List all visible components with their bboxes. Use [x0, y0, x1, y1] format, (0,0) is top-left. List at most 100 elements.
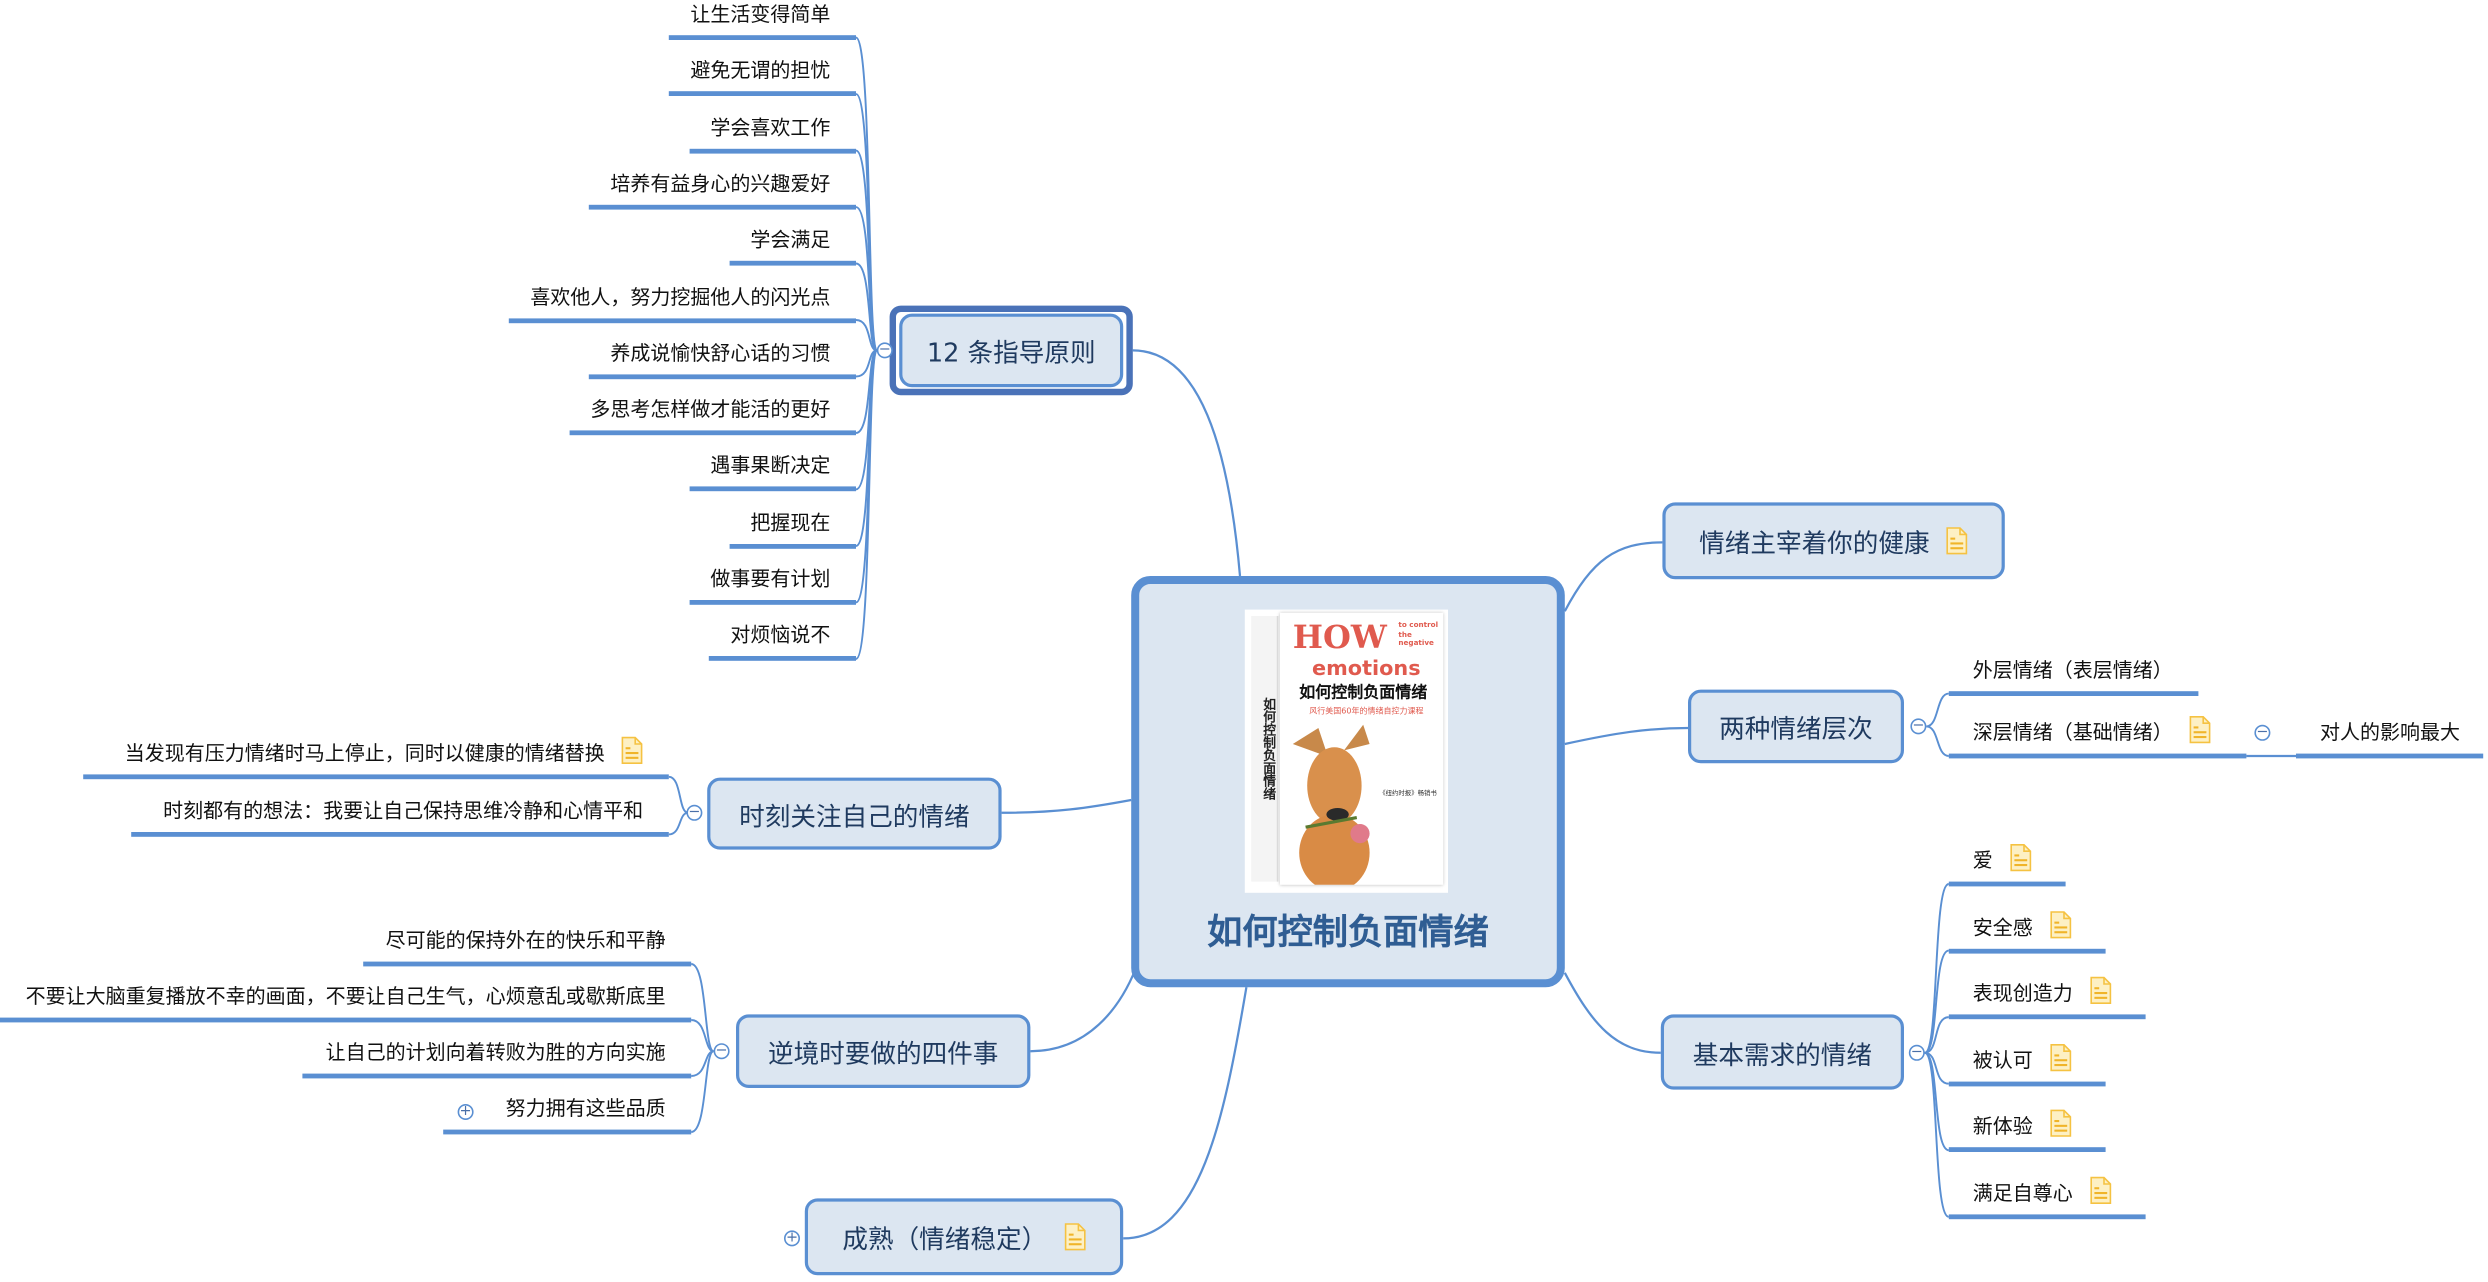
note-icon[interactable]: [1946, 526, 1968, 555]
topic-levels[interactable]: 两种情绪层次: [1688, 689, 1904, 764]
subtopic-label: 尽可能的保持外在的快乐和平静: [385, 928, 666, 952]
principle-item[interactable]: 多思考怎样做才能活的更好: [569, 392, 856, 436]
collapse-toggle[interactable]: −: [876, 341, 893, 359]
principle-item[interactable]: 培养有益身心的兴趣爱好: [589, 166, 856, 210]
topic-label: 时刻关注自己的情绪: [739, 800, 970, 832]
book-spine: 如何控制负面情绪: [1251, 616, 1279, 882]
topic-adversity[interactable]: 逆境时要做的四件事: [736, 1014, 1031, 1088]
level-item[interactable]: 外层情绪（表层情绪）: [1948, 653, 2199, 696]
branch-attention: [1001, 798, 1132, 814]
note-icon[interactable]: [2189, 715, 2211, 744]
attention-item[interactable]: 当发现有压力情绪时马上停止，同时以健康的情绪替换: [83, 736, 669, 780]
subtopic-label: 培养有益身心的兴趣爱好: [610, 171, 831, 196]
adversity-item[interactable]: 尽可能的保持外在的快乐和平静: [363, 923, 692, 967]
topic-label: 12 条指导原则: [926, 337, 1096, 368]
principle-item[interactable]: 学会满足: [729, 223, 856, 266]
branch-adversity: [1030, 967, 1138, 1053]
book-cover-image: 如何控制负面情绪 HOW to control the negative emo…: [1244, 609, 1448, 893]
book-badge: 《纽约时报》畅销书: [1379, 788, 1437, 797]
book-front: HOW to control the negative emotions 如何控…: [1280, 612, 1444, 885]
subtopic-label: 对人的影响最大: [2320, 720, 2461, 744]
subtopic-label: 让生活变得简单: [690, 1, 831, 26]
principle-connector: [855, 262, 878, 352]
note-icon[interactable]: [621, 736, 643, 765]
topic-label: 基本需求的情绪: [1692, 1039, 1872, 1070]
topic-attention[interactable]: 时刻关注自己的情绪: [707, 777, 1002, 850]
attention-item[interactable]: 时刻都有的想法：我要让自己保持思维冷静和心情平和: [131, 794, 669, 837]
principle-item[interactable]: 喜欢他人，努力挖掘他人的闪光点: [509, 279, 856, 323]
topic-maturity[interactable]: 成熟（情绪稳定）: [804, 1198, 1124, 1276]
principle-item[interactable]: 避免无谓的担忧: [669, 53, 856, 97]
expand-toggle[interactable]: +: [784, 1229, 800, 1247]
note-icon[interactable]: [2009, 843, 2031, 872]
principle-item[interactable]: 养成说愉快舒心话的习惯: [589, 336, 856, 379]
central-topic-title: 如何控制负面情绪: [1207, 913, 1489, 954]
note-icon[interactable]: [1063, 1222, 1085, 1251]
subtopic-label: 让自己的计划向着转败为胜的方向实施: [325, 1040, 666, 1064]
subtopic-label: 努力拥有这些品质: [505, 1096, 666, 1120]
adversity-connector: [690, 1050, 715, 1133]
collapse-toggle[interactable]: −: [713, 1042, 730, 1060]
central-topic[interactable]: 如何控制负面情绪 HOW to control the negative emo…: [1131, 576, 1565, 988]
note-icon[interactable]: [2049, 910, 2071, 939]
level-item[interactable]: 深层情绪（基础情绪）: [1948, 715, 2247, 759]
note-icon[interactable]: [2089, 1176, 2111, 1205]
topic-label: 成熟（情绪稳定）: [842, 1224, 1048, 1255]
note-icon[interactable]: [2049, 1043, 2071, 1072]
attention-connector: [668, 775, 689, 814]
adversity-item[interactable]: 不要让大脑重复播放不幸的画面，不要让自己生气，心烦意乱或歇斯底里: [0, 979, 692, 1023]
subtopic-label: 做事要有计划: [710, 566, 831, 591]
adversity-item[interactable]: 努力拥有这些品质: [443, 1091, 692, 1135]
subtopic-label: 深层情绪（基础情绪）: [1972, 720, 2173, 744]
subtopic-label: 多思考怎样做才能活的更好: [590, 396, 831, 421]
subtopic-label: 新体验: [1972, 1114, 2033, 1139]
book-emotions-logo: emotions: [1312, 657, 1421, 682]
subtopic-label: 不要让大脑重复播放不幸的画面，不要让自己生气，心烦意乱或歇斯底里: [25, 984, 666, 1008]
needs-connector: [1923, 883, 1950, 1054]
principle-connector: [855, 319, 878, 352]
note-icon[interactable]: [2049, 1109, 2071, 1138]
subtopic-label: 当发现有压力情绪时马上停止，同时以健康的情绪替换: [124, 740, 605, 765]
subtopic-label: 爱: [1972, 848, 1993, 872]
branch-levels: [1564, 726, 1689, 746]
topic-principles[interactable]: 12 条指导原则: [899, 313, 1124, 388]
book-how-logo: HOW: [1292, 617, 1387, 656]
principle-item[interactable]: 学会喜欢工作: [689, 110, 856, 153]
subtopic-label: 表现创造力: [1972, 981, 2073, 1006]
need-item[interactable]: 新体验: [1948, 1109, 2106, 1153]
branch-needs: [1563, 972, 1661, 1054]
need-item[interactable]: 表现创造力: [1948, 976, 2146, 1020]
principle-item[interactable]: 对烦恼说不: [709, 618, 856, 662]
topic-label: 两种情绪层次: [1719, 713, 1873, 744]
book-tagline: to control the negative: [1398, 622, 1439, 648]
need-item[interactable]: 被认可: [1948, 1043, 2106, 1087]
attention-connector: [668, 811, 689, 836]
principle-item[interactable]: 把握现在: [729, 505, 856, 549]
collapse-toggle[interactable]: −: [686, 804, 703, 821]
adversity-connector: [690, 963, 715, 1053]
subtopic-label: 对烦恼说不: [730, 622, 831, 647]
topic-health[interactable]: 情绪主宰着你的健康: [1662, 502, 2005, 580]
collapse-toggle[interactable]: −: [1910, 717, 1927, 735]
need-item[interactable]: 爱: [1948, 843, 2066, 887]
adversity-connector: [691, 1019, 714, 1053]
subtopic-label: 把握现在: [750, 509, 831, 534]
principle-connector: [855, 349, 878, 660]
principle-item[interactable]: 遇事果断决定: [689, 449, 856, 492]
branch-health: [1563, 541, 1663, 612]
needs-connector: [1924, 949, 1950, 1054]
level-detail-item[interactable]: 对人的影响最大: [2296, 715, 2484, 759]
collapse-toggle[interactable]: −: [2254, 724, 2271, 741]
note-icon[interactable]: [2089, 976, 2111, 1005]
expand-toggle[interactable]: +: [457, 1103, 474, 1120]
book-subtitle: 风行美国60年的情绪自控力课程: [1309, 707, 1424, 717]
topic-label: 逆境时要做的四件事: [767, 1038, 999, 1069]
need-item[interactable]: 满足自尊心: [1948, 1176, 2146, 1220]
principle-item[interactable]: 让生活变得简单: [669, 0, 856, 41]
collapse-toggle[interactable]: −: [1908, 1044, 1925, 1061]
principle-item[interactable]: 做事要有计划: [689, 562, 856, 605]
adversity-item[interactable]: 让自己的计划向着转败为胜的方向实施: [302, 1035, 692, 1079]
need-item[interactable]: 安全感: [1948, 910, 2106, 953]
topic-needs[interactable]: 基本需求的情绪: [1660, 1014, 1904, 1090]
